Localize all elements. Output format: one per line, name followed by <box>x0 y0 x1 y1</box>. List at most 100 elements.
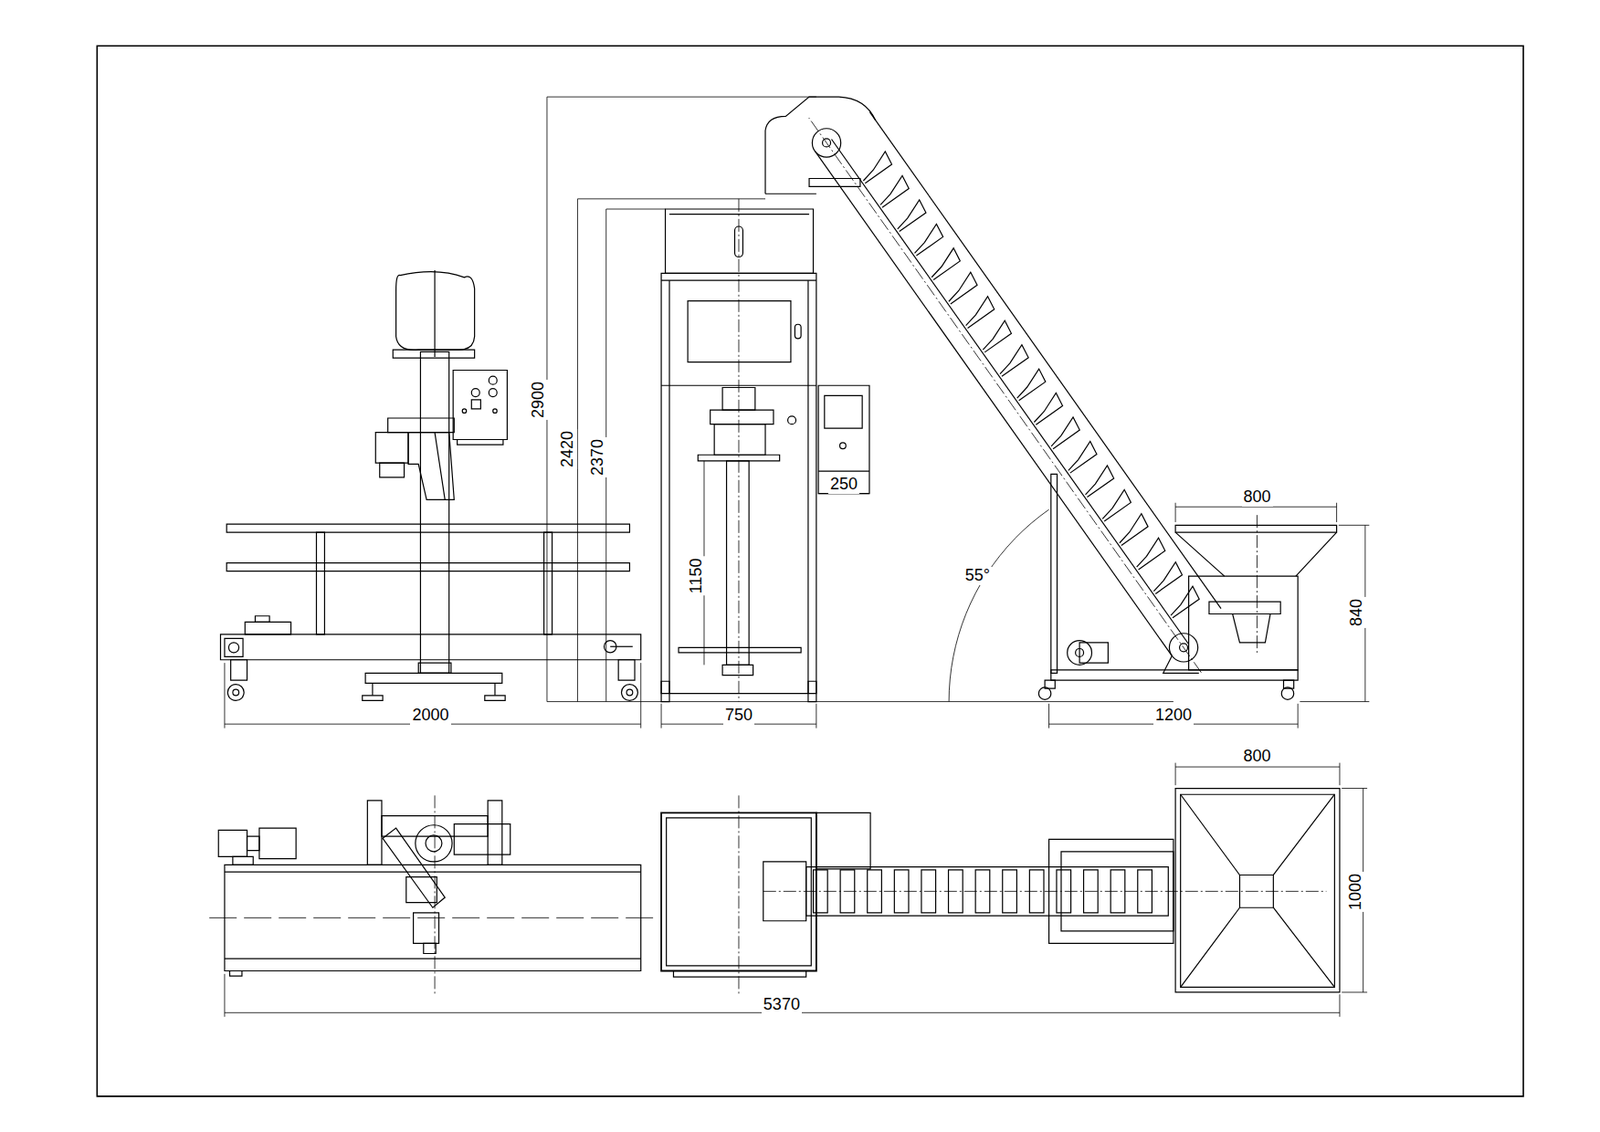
bucket-elevator-part <box>822 138 832 148</box>
dimension-lines-part <box>661 704 663 729</box>
bucket-elevator-part <box>1136 537 1166 570</box>
bucket-elevator-part <box>863 151 892 184</box>
bucket-elevator-part <box>1119 514 1148 547</box>
weighing-cabinet-part <box>737 199 739 703</box>
dimension-label: 2370 <box>589 437 608 478</box>
feed-hopper <box>1038 515 1337 700</box>
weighing-cabinet-part <box>687 301 791 363</box>
sewing-conveyor-part <box>493 409 497 413</box>
bucket-elevator-part <box>897 200 927 232</box>
plan-view-part <box>382 828 445 908</box>
plan-view-part <box>816 812 871 869</box>
plan-view-part <box>224 957 642 959</box>
bucket-elevator <box>765 96 1222 674</box>
dimension-lines-part <box>1175 503 1177 523</box>
feed-hopper-part <box>1232 614 1271 643</box>
sewing-conveyor-part <box>452 370 507 441</box>
weighing-cabinet-part <box>807 280 809 694</box>
bucket-elevator-part <box>765 96 876 194</box>
sewing-conveyor-part <box>379 463 405 478</box>
sewing-conveyor-part <box>420 351 449 674</box>
plan-view-part <box>259 828 296 860</box>
feed-hopper-part <box>1256 515 1258 653</box>
sewing-conveyor-part <box>618 660 635 681</box>
sewing-conveyor-part <box>244 621 291 634</box>
weighing-cabinet-part <box>669 213 810 215</box>
plan-view-part <box>230 970 243 977</box>
plan-view <box>209 789 1340 996</box>
weighing-cabinet-part <box>824 395 863 429</box>
feed-hopper-part <box>1209 601 1281 614</box>
dimension-lines-part <box>1048 704 1050 729</box>
bucket-elevator-part <box>811 128 841 158</box>
plan-view-part <box>232 856 253 865</box>
dimension-lines-part <box>223 974 225 1018</box>
weighing-cabinet-part <box>661 681 670 702</box>
bucket-elevator-part <box>982 320 1011 353</box>
dimension-label: 2900 <box>529 379 548 421</box>
dimension-lines-part <box>1338 525 1370 527</box>
sewing-conveyor-part <box>226 524 630 533</box>
bucket-elevator-part <box>765 193 817 195</box>
dimension-label: 750 <box>723 706 755 726</box>
plan-view-part <box>434 795 436 995</box>
weighing-cabinet-part <box>808 681 817 702</box>
sewing-conveyor-part <box>610 646 633 648</box>
drawing-frame <box>96 45 1524 1097</box>
bucket-elevator-part <box>966 296 995 329</box>
sewing-conveyor-part <box>488 389 497 398</box>
sewing-conveyor-part <box>544 532 553 635</box>
sewing-conveyor-part <box>471 389 480 398</box>
plan-view-part <box>1180 794 1336 988</box>
sewing-conveyor-part <box>434 432 445 501</box>
dimension-lines-part <box>1336 503 1337 523</box>
weighing-cabinet-part <box>678 647 801 653</box>
weighing-cabinet-part <box>710 410 774 425</box>
weighing-cabinet-part <box>665 209 814 274</box>
dimension-lines-part <box>547 96 817 98</box>
weighing-cabinet <box>661 199 870 703</box>
bucket-elevator-part <box>1153 562 1182 595</box>
dimension-label: 800 <box>1242 747 1274 767</box>
plan-view-part <box>209 917 653 919</box>
bucket-elevator-part <box>1168 633 1198 663</box>
sewing-conveyor-part <box>371 683 373 695</box>
feed-hopper-part <box>1189 576 1299 671</box>
bucket-elevator-part <box>880 175 909 208</box>
feed-hopper-part <box>1051 670 1298 681</box>
plan-view-part <box>224 872 642 874</box>
dimension-lines <box>224 96 1369 728</box>
dimension-lines-part <box>948 509 1050 702</box>
dimension-label: 800 <box>1242 488 1274 507</box>
bucket-elevator-part <box>1017 368 1046 401</box>
weighing-cabinet-part <box>818 471 870 473</box>
bucket-elevator-part <box>1170 586 1200 619</box>
plan-view-part <box>367 800 382 865</box>
plan-view-part <box>423 943 436 954</box>
plan-view-part <box>1239 874 1274 908</box>
plan-view-part <box>487 800 503 865</box>
feed-hopper-part <box>1175 525 1337 533</box>
bucket-elevator-part <box>1033 393 1063 426</box>
plan-view-part <box>247 836 260 852</box>
sewing-conveyor-part <box>362 695 383 702</box>
sewing-conveyor-part <box>488 376 497 385</box>
sewing-conveyor-part <box>392 349 474 358</box>
sewing-conveyor-part <box>621 684 639 702</box>
dimension-lines-part <box>1338 994 1340 1018</box>
plan-view-part <box>406 877 438 904</box>
weighing-cabinet-part <box>714 424 766 456</box>
sewing-conveyor-part <box>254 616 270 623</box>
plan-view-part <box>737 795 739 995</box>
sewing-conveyor-part <box>375 432 409 464</box>
sewing-conveyor-part <box>484 695 506 702</box>
dimension-label: 250 <box>828 475 860 495</box>
dimension-lines-part <box>1297 704 1299 729</box>
plan-view-part <box>763 891 1327 893</box>
sewing-conveyor-part <box>408 432 454 501</box>
bucket-elevator-part <box>1079 642 1108 664</box>
sewing-conveyor-part <box>227 684 244 702</box>
dimension-label: 1150 <box>687 557 706 597</box>
dimension-lines-part <box>1338 763 1340 787</box>
